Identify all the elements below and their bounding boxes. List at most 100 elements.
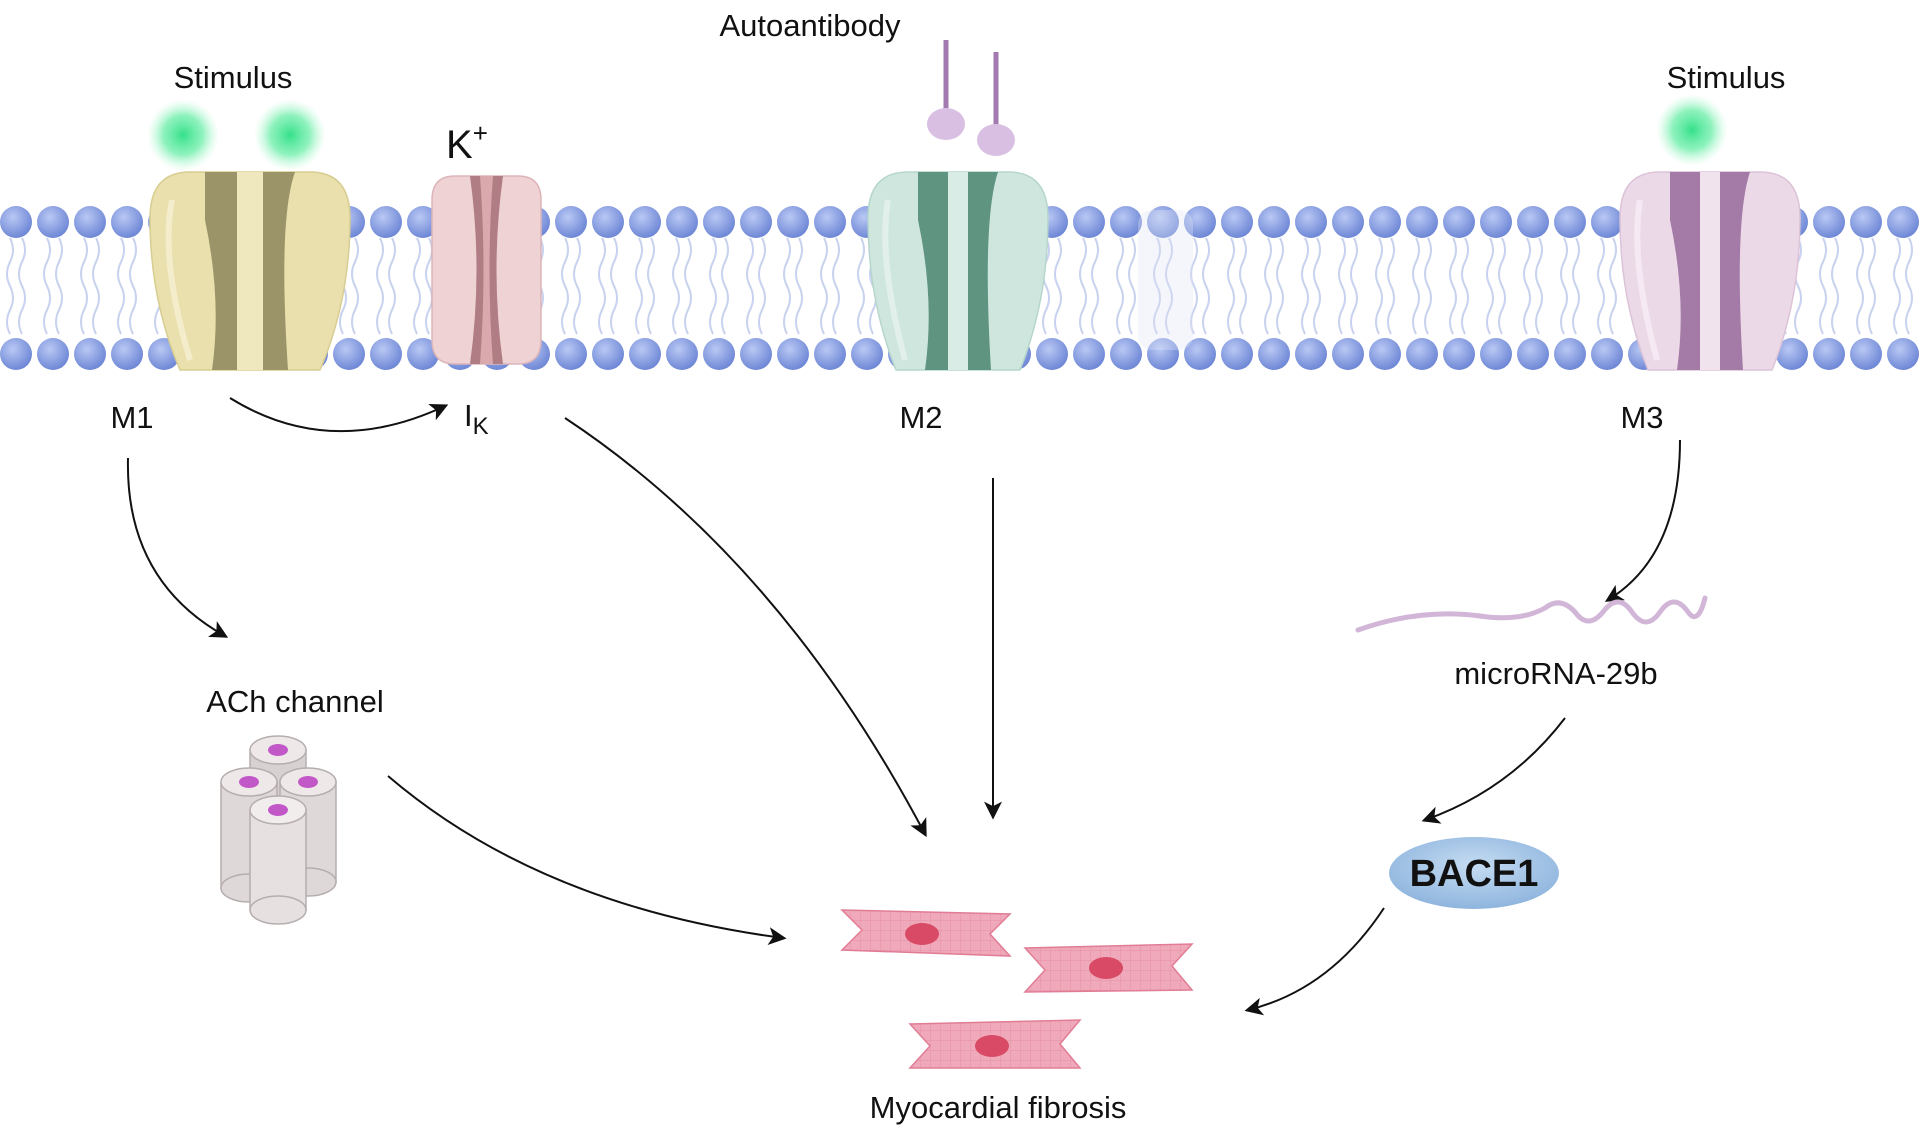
lipid-tail — [721, 237, 729, 335]
lipid-head — [1332, 338, 1364, 370]
lipid-head — [0, 338, 32, 370]
lipid-tail — [1264, 237, 1272, 335]
lipid-tail — [795, 237, 803, 335]
lipid-tail — [832, 237, 840, 335]
lipid-head — [1554, 338, 1586, 370]
lipid-tail — [1868, 237, 1876, 335]
lipid-head — [370, 206, 402, 238]
lipid-head — [629, 206, 661, 238]
lipid-head — [1776, 338, 1808, 370]
lipid-tail — [1239, 237, 1247, 335]
membrane-pore — [1138, 210, 1193, 350]
lipid-tail — [820, 237, 828, 335]
lipid-tail — [1412, 237, 1420, 335]
lipid-head — [1406, 338, 1438, 370]
lipid-head — [0, 206, 32, 238]
lipid-head — [1184, 338, 1216, 370]
lipid-head — [1332, 206, 1364, 238]
lipid-tail — [1609, 237, 1617, 335]
fibroblast-cell-2 — [1023, 943, 1194, 993]
m1-label: M1 — [110, 400, 153, 435]
lipid-tail — [857, 237, 865, 335]
lipid-head — [1813, 206, 1845, 238]
lipid-tail — [610, 237, 618, 335]
lipid-tail — [1597, 237, 1605, 335]
fibrosis-cells-icon — [840, 909, 1194, 1069]
lipid-head — [333, 338, 365, 370]
lipid-tail — [1227, 237, 1235, 335]
lipid-tail — [1165, 237, 1173, 335]
bace1-label: BACE1 — [1410, 853, 1539, 895]
m2-receptor — [867, 171, 1049, 371]
lipid-head — [1480, 338, 1512, 370]
ik-symbol: I — [464, 398, 473, 433]
lipid-head — [592, 206, 624, 238]
lipid-tail — [758, 237, 766, 335]
lipid-tail — [1079, 237, 1087, 335]
lipid-head — [1887, 206, 1919, 238]
autoantibody-icon — [927, 40, 1015, 156]
lipid-head — [1147, 206, 1179, 238]
lipid-tail — [1313, 237, 1321, 335]
stimulus-label-right: Stimulus — [1667, 60, 1786, 95]
lipid-tail — [573, 237, 581, 335]
lipid-tail — [1856, 237, 1864, 335]
lipid-tail — [388, 237, 396, 335]
lipid-tail — [1042, 237, 1050, 335]
lipid-head — [703, 206, 735, 238]
lipid-tail — [1301, 237, 1309, 335]
ik-subscript: K — [473, 413, 489, 440]
lipid-tail — [80, 237, 88, 335]
ik-label: IK — [464, 398, 489, 440]
lipid-tail — [684, 237, 692, 335]
lipid-tail — [1116, 237, 1124, 335]
lipid-head — [1258, 206, 1290, 238]
stimulus-glow-left-1 — [147, 99, 219, 171]
lipid-head — [1591, 338, 1623, 370]
lipid-tail — [1190, 237, 1198, 335]
lipid-head — [1073, 338, 1105, 370]
lipid-head — [777, 338, 809, 370]
lipid-head — [740, 338, 772, 370]
lipid-head — [1110, 206, 1142, 238]
lipid-head — [1887, 338, 1919, 370]
arrow-bace1-to-fibrosis — [1244, 907, 1385, 1016]
lipid-head — [777, 206, 809, 238]
lipid-tail — [1486, 237, 1494, 335]
myocardial-fibrosis-label: Myocardial fibrosis — [870, 1090, 1127, 1125]
k-ion-charge: + — [473, 118, 488, 148]
ik-channel — [431, 175, 542, 365]
lipid-tail — [1276, 237, 1284, 335]
ach-channel-icon — [220, 735, 337, 925]
lipid-tail — [6, 237, 14, 335]
lipid-tail — [43, 237, 51, 335]
lipid-head — [37, 338, 69, 370]
arrow-m1-to-ach — [126, 457, 229, 638]
lipid-head — [407, 206, 439, 238]
bace1-node — [1389, 837, 1559, 909]
lipid-tail — [1375, 237, 1383, 335]
stimulus-label-left: Stimulus — [174, 60, 293, 95]
lipid-tail — [1498, 237, 1506, 335]
lipid-tail — [413, 237, 421, 335]
autoantibody-label: Autoantibody — [720, 8, 901, 43]
lipid-tail — [55, 237, 63, 335]
lipid-head — [1110, 338, 1142, 370]
lipid-head — [555, 338, 587, 370]
lipid-tail — [672, 237, 680, 335]
lipid-tail — [1794, 237, 1802, 335]
lipid-head — [1406, 206, 1438, 238]
lipid-head — [629, 338, 661, 370]
lipid-head — [814, 338, 846, 370]
lipid-head — [1295, 206, 1327, 238]
m3-label: M3 — [1620, 400, 1663, 435]
lipid-tail — [18, 237, 26, 335]
lipid-tail — [1461, 237, 1469, 335]
lipid-tail — [1153, 237, 1161, 335]
lipid-head — [1221, 206, 1253, 238]
lipid-head — [1147, 338, 1179, 370]
lipid-head — [1369, 206, 1401, 238]
lipid-tail — [1560, 237, 1568, 335]
lipid-head — [1517, 206, 1549, 238]
lipid-head — [1850, 206, 1882, 238]
